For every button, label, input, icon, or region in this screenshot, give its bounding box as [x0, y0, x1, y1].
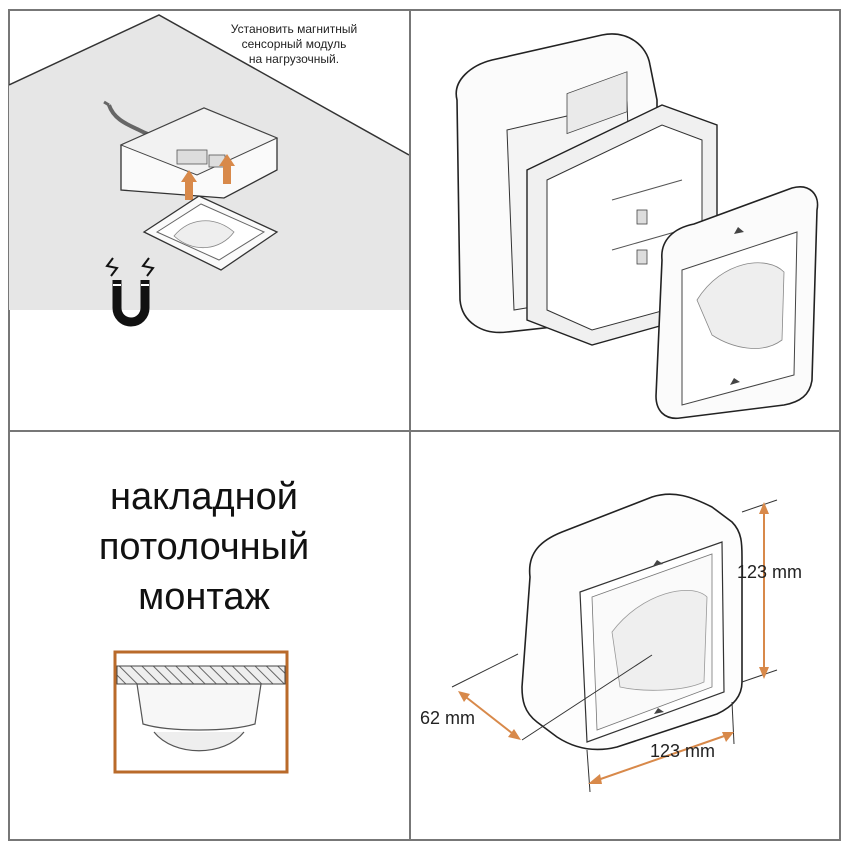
install-panel: Установить магнитный сенсорный модуль на… — [9, 10, 409, 430]
dimensions-panel: 123 mm 123 mm 62 mm — [412, 432, 840, 840]
caption-line: Установить магнитный — [230, 22, 358, 36]
arrow-up-icon — [181, 170, 197, 200]
exploded-view-panel — [412, 10, 840, 430]
mounting-type-panel: накладной потолочный монтаж — [9, 432, 409, 840]
width-label: 123 mm — [650, 741, 716, 761]
mounting-title-line: накладной — [110, 476, 298, 518]
caption-line: сенсорный модуль — [241, 37, 347, 51]
surface-mount-icon — [113, 650, 289, 774]
ceiling-install-illustration — [9, 14, 409, 327]
depth-dimension-arrow — [458, 691, 521, 740]
width-dimension-arrow — [588, 732, 734, 784]
height-dimension-arrow — [759, 502, 769, 679]
mounting-title: накладной потолочный монтаж — [49, 472, 359, 622]
height-label: 123 mm — [737, 562, 803, 582]
dimension-illustration — [451, 493, 778, 793]
caption-line: на нагрузочный. — [248, 52, 340, 66]
exploded-sensor-illustration — [455, 33, 819, 420]
arrow-up-icon — [219, 154, 235, 184]
mounting-title-line: монтаж — [138, 576, 270, 618]
magnet-icon — [105, 257, 155, 327]
mounting-title-line: потолочный — [98, 526, 310, 568]
install-caption: Установить магнитный сенсорный модуль на… — [214, 22, 374, 67]
depth-label: 62 mm — [420, 708, 476, 728]
